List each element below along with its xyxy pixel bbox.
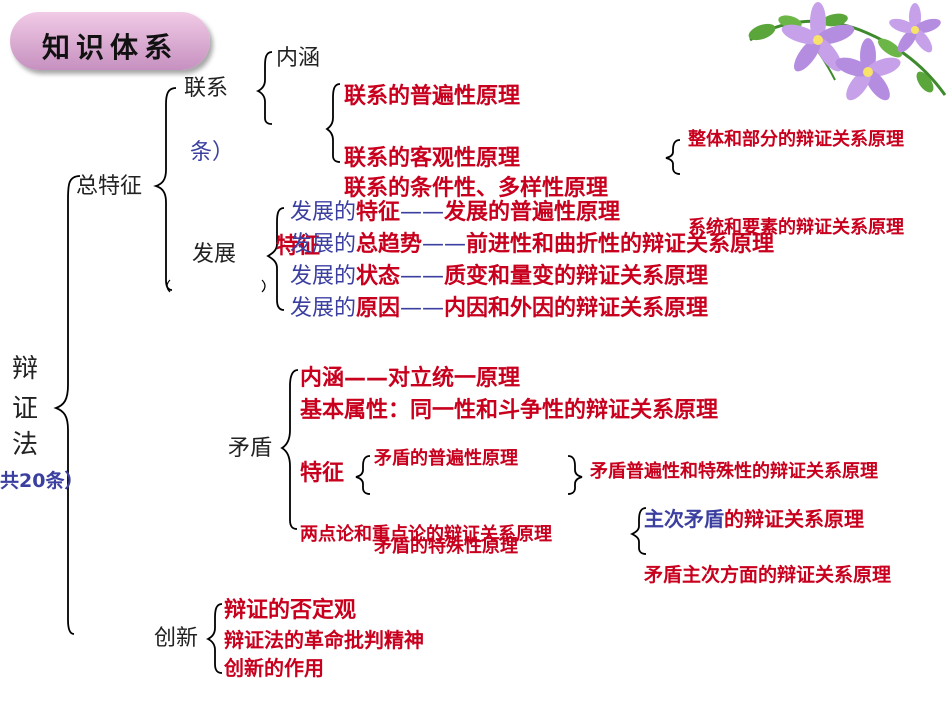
brace-general <box>153 87 177 291</box>
universal-child-2: 系统和要素的辩证关系原理 <box>688 217 904 238</box>
connection-label: 联系 <box>184 76 229 101</box>
development-overlap-label: 特征 <box>276 234 321 259</box>
development-item-1-key: 特征 <box>356 200 401 225</box>
development-item-4-pre: 发展的 <box>290 296 357 321</box>
brace-two-point <box>629 507 647 555</box>
development-item-4: 发展的原因——内因和外因的辩证关系原理 <box>290 298 708 320</box>
connection-feature-1: 联系的普遍性原理 <box>344 84 521 109</box>
innovation-label: 创新 <box>154 626 199 651</box>
connection-connotation: 内涵 <box>276 46 321 71</box>
development-item-4-dash: —— <box>400 296 445 321</box>
development-label: 发展 <box>192 242 237 267</box>
development-item-2-dash: —— <box>422 232 467 257</box>
innovation-item-1: 辩证的否定观 <box>224 598 357 623</box>
contradiction-feature-item-2: 矛盾的特殊性原理 <box>374 536 518 557</box>
root-label-3: 法 <box>12 430 39 460</box>
connection-feature-3: 联系的条件性、多样性原理 <box>344 176 609 201</box>
contradiction-attribute: 基本属性：同一性和斗争性的辩证关系原理 <box>300 398 719 423</box>
development-item-3-tail: 质变和量变的辩证关系原理 <box>444 264 709 289</box>
brace-connection <box>255 51 273 125</box>
root-note: 共20条） <box>0 470 84 492</box>
contradiction-feature-item-1: 矛盾的普遍性原理 <box>374 448 518 469</box>
contradiction-main-a-tail: 的辩证关系原理 <box>724 507 864 531</box>
innovation-item-3: 创新的作用 <box>224 656 324 680</box>
contradiction-main-a: 主次矛盾的辩证关系原理 <box>644 509 864 529</box>
brace-contradiction <box>280 369 299 530</box>
development-item-3-pre: 发展的 <box>290 264 357 289</box>
development-item-1-dash: —— <box>400 200 445 225</box>
connection-note: 条） <box>190 140 235 165</box>
brace-contra-close <box>567 455 583 495</box>
contradiction-main-a-key: 主次矛盾 <box>644 507 724 531</box>
contradiction-feature-result: 矛盾普遍性和特殊性的辩证关系原理 <box>590 461 878 482</box>
development-item-1: 发展的特征——发展的普遍性原理 <box>290 202 620 224</box>
development-item-2-key: 总趋势 <box>356 232 423 257</box>
title-badge: 知识体系 <box>10 12 210 70</box>
development-item-4-key: 原因 <box>356 296 401 321</box>
flower-icon <box>748 2 947 101</box>
general-label: 总特征 <box>76 174 143 199</box>
brace-root <box>53 175 81 635</box>
contradiction-main-b: 矛盾主次方面的辩证关系原理 <box>644 564 892 586</box>
brace-innovation <box>205 603 223 674</box>
badge-text: 知识体系 <box>41 31 178 64</box>
development-item-2: 发展的总趋势——前进性和曲折性的辩证关系原理 <box>290 234 774 256</box>
root-label-2: 证 <box>12 394 39 424</box>
contradiction-connotation: 内涵——对立统一原理 <box>300 366 521 391</box>
contradiction-label: 矛盾 <box>228 436 273 461</box>
development-item-2-tail: 前进性和曲折性的辩证关系原理 <box>466 232 775 257</box>
development-item-2-pre: 发展的 <box>290 232 357 257</box>
development-item-1-pre: 发展的 <box>290 200 357 225</box>
brace-development <box>266 207 285 311</box>
brace-features <box>325 83 341 163</box>
connection-feature-2: 联系的客观性原理 <box>344 146 521 171</box>
contradiction-feature-label: 特征 <box>300 461 345 486</box>
development-item-3-dash: —— <box>400 264 445 289</box>
brace-universal <box>665 139 681 175</box>
development-item-1-tail: 发展的普遍性原理 <box>444 200 621 225</box>
innovation-item-2: 辩证法的革命批判精神 <box>224 628 424 652</box>
development-item-3: 发展的状态——质变和量变的辩证关系原理 <box>290 266 708 288</box>
brace-contra-feature <box>355 455 371 495</box>
universal-child-1: 整体和部分的辩证关系原理 <box>688 129 904 150</box>
development-item-3-key: 状态 <box>356 264 401 289</box>
root-label-1: 辩 <box>12 354 39 384</box>
development-item-4-tail: 内因和外因的辩证关系原理 <box>444 296 709 321</box>
contradiction-two-point: 两点论和重点论的辩证关系原理 <box>300 524 552 545</box>
